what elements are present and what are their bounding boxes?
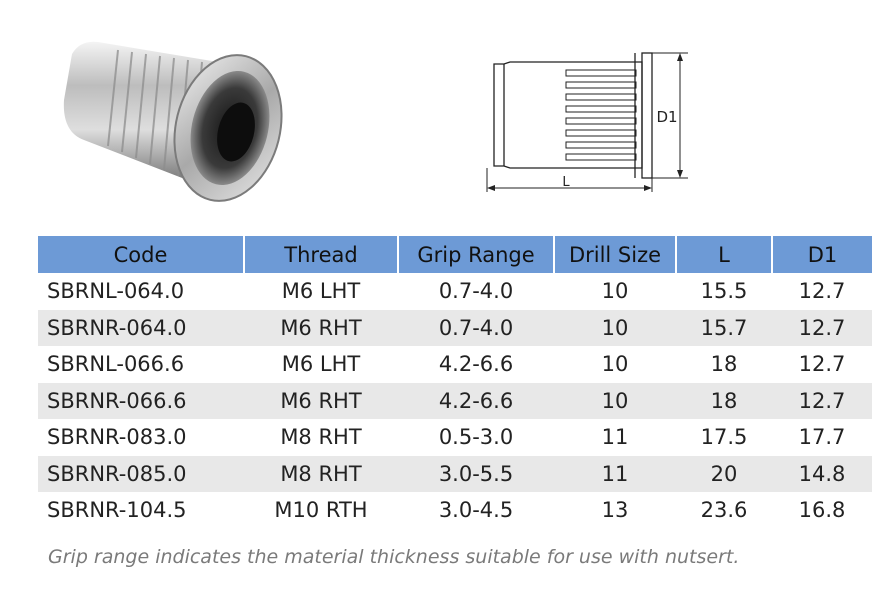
cell-grip-range: 4.2-6.6 [398,382,554,419]
cell-code: SBRNL-064.0 [47,279,185,304]
column-header-d1: D1 [771,236,872,273]
rivet-nut-drawing: D1 L [486,52,688,192]
cell-thread: M6 LHT [281,352,361,377]
cell-grip-range: 0.5-3.0 [438,425,514,450]
cell-d1: 16.8 [798,498,846,523]
cell-drill-size: 13 [601,498,629,523]
cell-code: SBRNR-064.0 [38,309,244,346]
cell-code: SBRNR-085.0 [38,455,244,492]
cell-l: 20 [676,455,772,492]
cell-thread: M6 LHT [281,279,361,304]
cell-thread: M8 RHT [280,425,362,450]
table-row: SBRNL-066.6 M6 LHT 4.2-6.6 10 18 12.7 [38,346,872,383]
cell-drill-size: 10 [554,309,676,346]
cell-grip-range: 0.7-4.0 [398,309,554,346]
table-header-row: Code Thread Grip Range Drill Size L D1 [38,236,872,273]
table-row: SBRNL-064.0 M6 LHT 0.7-4.0 10 15.5 12.7 [38,273,872,310]
cell-grip-range: 4.2-6.6 [438,352,514,377]
column-header-drill-size: Drill Size [553,236,676,273]
cell-l: 15.7 [676,309,772,346]
cell-d1: 12.7 [772,309,872,346]
cell-thread: M6 RHT [244,309,398,346]
cell-l: 15.5 [700,279,748,304]
table-row: SBRNR-104.5 M10 RTH 3.0-4.5 13 23.6 16.8 [38,492,872,529]
cell-d1: 17.7 [798,425,846,450]
column-header-thread: Thread [243,236,398,273]
spec-table: Code Thread Grip Range Drill Size L D1 S… [38,236,872,529]
cell-code: SBRNR-104.5 [47,498,187,523]
cell-d1: 12.7 [772,382,872,419]
cell-d1: 12.7 [798,352,846,377]
cell-l: 17.5 [700,425,748,450]
cell-d1: 12.7 [798,279,846,304]
cell-drill-size: 11 [554,455,676,492]
cell-l: 23.6 [700,498,748,523]
cell-code: SBRNL-066.6 [47,352,185,377]
cell-grip-range: 0.7-4.0 [438,279,514,304]
cell-thread: M10 RTH [274,498,368,523]
footnote: Grip range indicates the material thickn… [48,546,740,568]
cell-thread: M6 RHT [244,382,398,419]
cell-code: SBRNR-083.0 [47,425,187,450]
table-row: SBRNR-066.6 M6 RHT 4.2-6.6 10 18 12.7 [38,382,872,419]
column-header-grip-range: Grip Range [397,236,554,273]
table-row: SBRNR-085.0 M8 RHT 3.0-5.5 11 20 14.8 [38,455,872,492]
rivet-nut-photo [63,41,283,202]
cell-d1: 14.8 [772,455,872,492]
cell-l: 18 [710,352,738,377]
column-header-code: Code [38,236,244,273]
cell-thread: M8 RHT [244,455,398,492]
cell-code: SBRNR-066.6 [38,382,244,419]
cell-grip-range: 3.0-4.5 [438,498,514,523]
cell-drill-size: 11 [601,425,629,450]
cell-l: 18 [676,382,772,419]
table-row: SBRNR-064.0 M6 RHT 0.7-4.0 10 15.7 12.7 [38,309,872,346]
cell-drill-size: 10 [601,352,629,377]
cell-grip-range: 3.0-5.5 [398,455,554,492]
column-header-l: L [675,236,772,273]
dimension-d1-label: D1 [656,108,677,126]
table-row: SBRNR-083.0 M8 RHT 0.5-3.0 11 17.5 17.7 [38,419,872,456]
cell-drill-size: 10 [554,382,676,419]
dimension-l-label: L [562,175,570,190]
cell-drill-size: 10 [601,279,629,304]
